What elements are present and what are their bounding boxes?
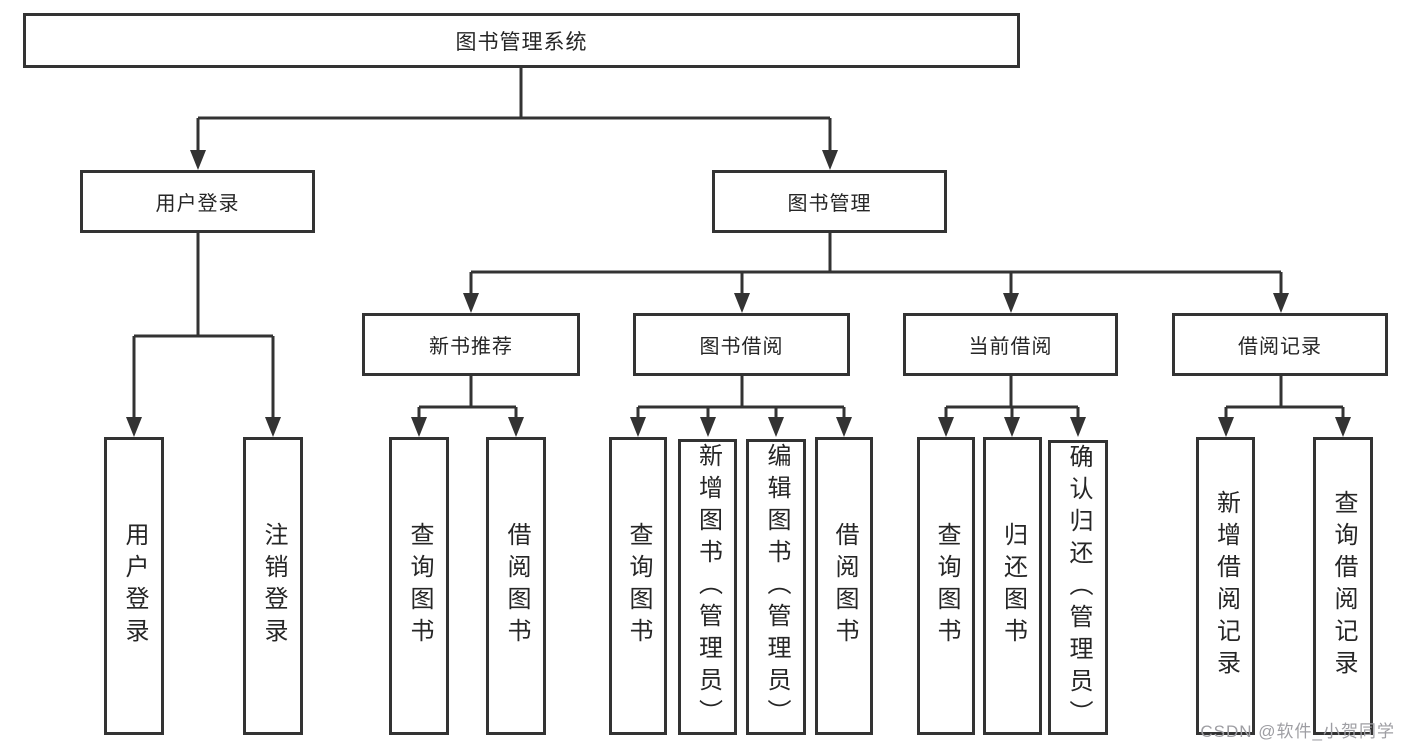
leaf-query-books-recommend: 查询图书 — [389, 437, 449, 735]
node-label: 借阅记录 — [1238, 336, 1322, 358]
node-label: 注销登录 — [260, 522, 287, 650]
node-label: 新书推荐 — [429, 336, 513, 358]
leaf-query-books-borrowing: 查询图书 — [609, 437, 667, 735]
node-user-login: 用户登录 — [80, 170, 315, 233]
leaf-query-books-current: 查询图书 — [917, 437, 975, 735]
leaf-query-borrow-record: 查询借阅记录 — [1313, 437, 1373, 735]
leaf-add-books-admin: 新增图书（管理员） — [678, 439, 737, 735]
node-label: 用户登录 — [155, 193, 240, 215]
node-book-management: 图书管理 — [712, 170, 947, 233]
leaf-edit-books-admin: 编辑图书（管理员） — [746, 439, 806, 735]
node-label: 当前借阅 — [968, 336, 1053, 358]
node-borrowing-records: 借阅记录 — [1172, 313, 1388, 376]
node-label: 编辑图书（管理员） — [763, 443, 790, 731]
node-label: 图书借阅 — [699, 336, 784, 358]
node-label: 查询图书 — [406, 522, 433, 650]
node-label: 查询借阅记录 — [1330, 490, 1357, 682]
node-label: 借阅图书 — [831, 522, 858, 650]
node-label: 借阅图书 — [503, 522, 530, 650]
leaf-borrow-books-recommend: 借阅图书 — [486, 437, 546, 735]
node-current-borrowing: 当前借阅 — [903, 313, 1118, 376]
leaf-add-borrow-record: 新增借阅记录 — [1196, 437, 1255, 735]
node-book-borrowing: 图书借阅 — [633, 313, 850, 376]
leaf-return-books: 归还图书 — [983, 437, 1042, 735]
leaf-logout: 注销登录 — [243, 437, 303, 735]
node-label: 用户登录 — [121, 522, 148, 650]
leaf-user-login: 用户登录 — [104, 437, 164, 735]
node-library-management-system: 图书管理系统 — [23, 13, 1020, 68]
node-label: 新增图书（管理员） — [694, 443, 722, 731]
node-label: 新增借阅记录 — [1212, 490, 1240, 682]
leaf-borrow-books: 借阅图书 — [815, 437, 873, 735]
leaf-confirm-return-admin: 确认归还（管理员） — [1048, 440, 1108, 735]
node-label: 查询图书 — [933, 522, 960, 650]
node-label: 确认归还（管理员） — [1065, 443, 1092, 732]
node-label: 查询图书 — [625, 522, 652, 650]
node-new-book-recommendation: 新书推荐 — [362, 313, 580, 376]
csdn-watermark: CSDN @软件_小贺同学 — [1200, 722, 1395, 741]
node-label: 图书管理 — [787, 193, 872, 215]
node-label: 归还图书 — [999, 522, 1027, 650]
node-label: 图书管理系统 — [455, 30, 588, 54]
